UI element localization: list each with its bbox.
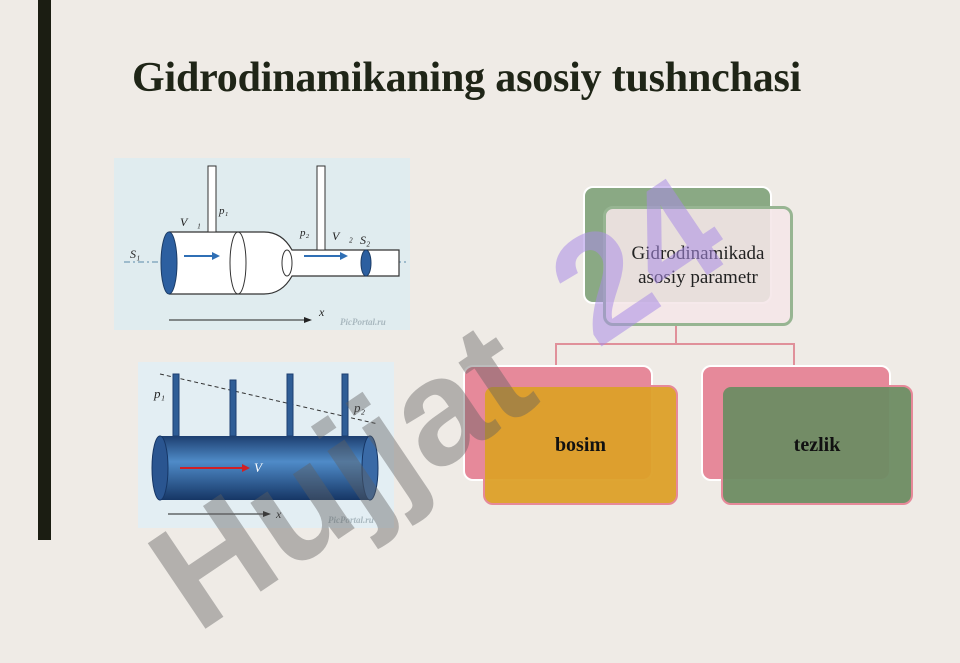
- bosim-box: bosim: [483, 385, 678, 505]
- connector-bosim: [555, 326, 677, 365]
- credit-top: PicPortal.ru: [340, 317, 386, 327]
- piezometer-d: [341, 373, 349, 437]
- piezometer-c: [286, 373, 294, 437]
- bosim-label: bosim: [554, 433, 607, 456]
- energy-line: [159, 373, 379, 425]
- root-box-label: Gidrodinamikada asosiy parametr: [631, 243, 765, 288]
- piezometer-2: [316, 165, 326, 251]
- x-axis-bottom-head: [263, 511, 271, 517]
- label-v-bottom: V⃗: [254, 460, 272, 475]
- connector-tezlik: [676, 343, 795, 365]
- tezlik-box: tezlik: [721, 385, 913, 505]
- piezometer-b: [229, 379, 237, 437]
- label-x: x: [318, 305, 325, 319]
- piezometer-a: [172, 373, 180, 437]
- label-v2: V⃗₂: [332, 229, 353, 243]
- piezometer-1: [207, 165, 217, 233]
- sidebar-bar: [38, 0, 51, 540]
- credit-bottom: PicPortal.ru: [328, 515, 374, 525]
- section-s2: [360, 249, 372, 277]
- label-p2: p₂: [299, 227, 310, 239]
- label-x-bottom: x: [275, 507, 282, 521]
- velocity-arrow-head: [242, 464, 250, 472]
- pipe-cylinder-svg: p₁ p₂ V⃗ x PicPortal.ru: [151, 373, 379, 525]
- cylinder-end-right: [361, 435, 379, 501]
- pipe-body: [169, 231, 400, 295]
- x-axis-head: [304, 317, 312, 323]
- slide-title: Gidrodinamikaning asosiy tushnchasi: [132, 55, 802, 101]
- pipe-narrowing-figure: S₁ S₂ p₁ p₂ V⃗₁ V⃗₂ x PicPortal.ru: [114, 158, 410, 330]
- tezlik-label: tezlik: [793, 433, 841, 456]
- label-s2: S₂: [360, 233, 370, 247]
- pipe-cylinder-figure: p₁ p₂ V⃗ x PicPortal.ru: [138, 362, 394, 528]
- label-p1-bottom: p₁: [153, 386, 165, 401]
- label-p2-bottom: p₂: [353, 400, 366, 415]
- root-box: Gidrodinamikada asosiy parametr: [603, 206, 793, 326]
- label-p1: p₁: [218, 205, 229, 217]
- label-v1: V⃗₁: [180, 215, 201, 229]
- section-neck: [281, 249, 293, 277]
- cylinder-end-left: [151, 435, 169, 501]
- section-s1: [160, 231, 178, 295]
- pipe-narrowing-svg: S₁ S₂ p₁ p₂ V⃗₁ V⃗₂ x PicPortal.ru: [124, 165, 406, 327]
- velocity-arrow-1-head: [212, 252, 220, 260]
- section-mid: [229, 231, 247, 295]
- velocity-arrow-2-head: [340, 252, 348, 260]
- label-s1: S₁: [130, 247, 140, 261]
